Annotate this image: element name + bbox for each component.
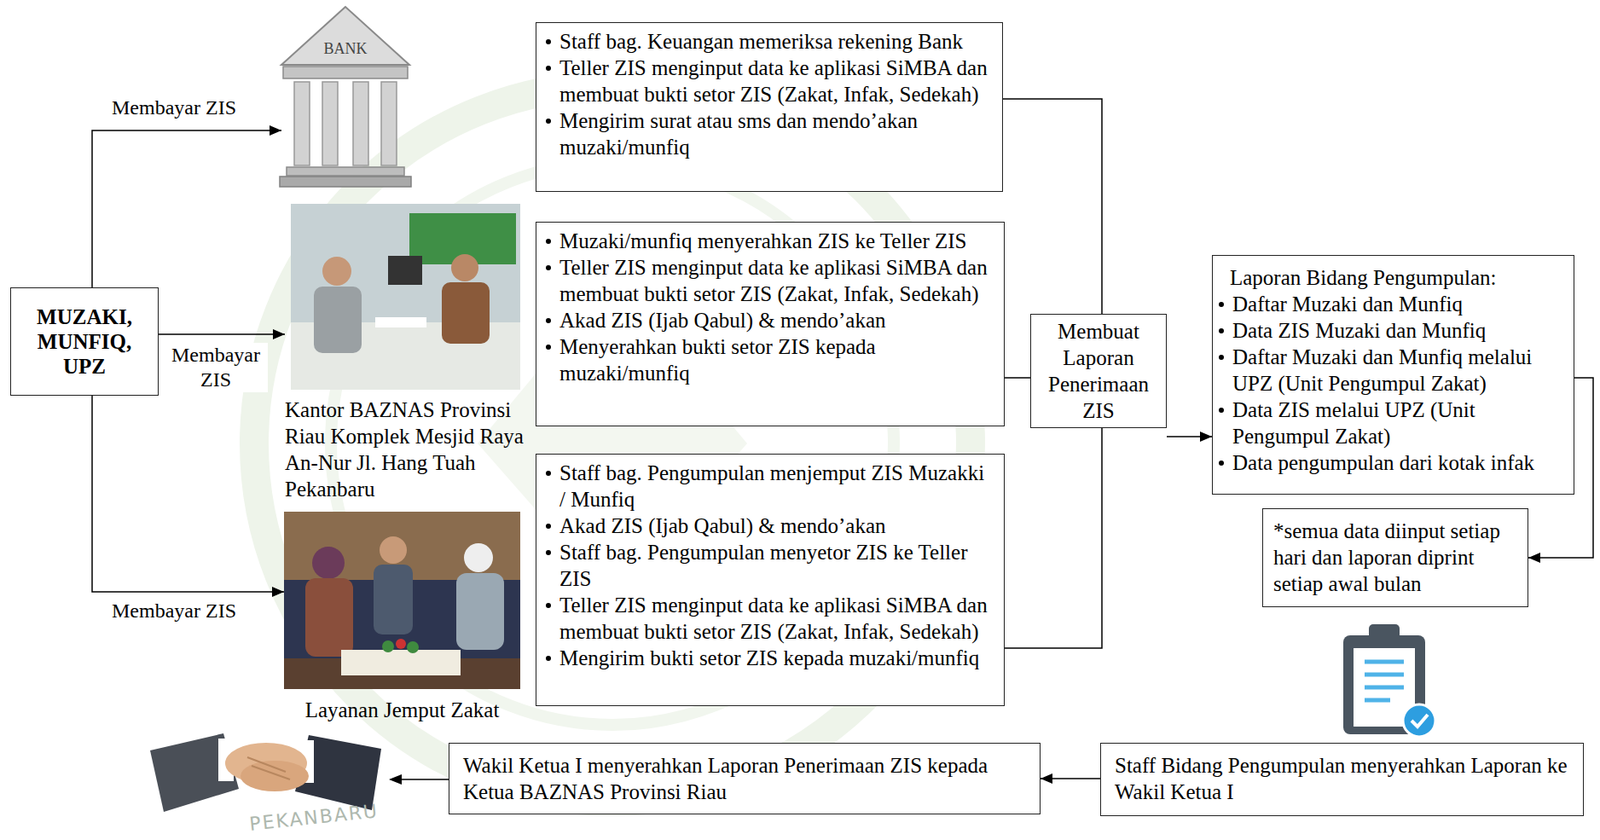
edge-label: Membayar ZIS bbox=[110, 598, 238, 624]
bullet-item: Staff bag. Pengumpulan menyetor ZIS ke T… bbox=[543, 539, 996, 592]
node-text: MUZAKI, MUNFIQ, UPZ bbox=[19, 304, 150, 379]
clipboard-icon bbox=[1343, 624, 1436, 737]
bullet-item: Muzaki/munfiq menyerahkan ZIS ke Teller … bbox=[543, 227, 996, 255]
bullet-item: Mengirim surat atau sms dan mendo’akan m… bbox=[543, 107, 994, 161]
handshake-icon bbox=[150, 733, 382, 812]
connector bbox=[92, 395, 285, 592]
node-text: Wakil Ketua I menyerahkan Laporan Peneri… bbox=[463, 752, 1027, 806]
watermark-text: PEKANBARU bbox=[248, 800, 380, 835]
bullet-item: Daftar Muzaki dan Munfiq bbox=[1216, 290, 1567, 318]
process-box: Staff bag. Keuangan memeriksa rekening B… bbox=[535, 22, 1003, 192]
photo-caption-node: Kantor BAZNAS Provinsi Riau Komplek Mesj… bbox=[284, 203, 533, 503]
edge-label: Membayar ZIS bbox=[163, 342, 268, 393]
photo-caption-node: Layanan Jemput Zakat bbox=[284, 511, 521, 724]
report-arrow bbox=[388, 774, 449, 785]
bullet-item: Data pengumpulan dari kotak infak bbox=[1216, 449, 1567, 476]
actor-box: MUZAKI, MUNFIQ, UPZ bbox=[10, 287, 159, 396]
connector bbox=[1166, 435, 1212, 438]
note-box: *semua data diinput setiap hari dan lapo… bbox=[1262, 508, 1529, 608]
bullet-item: Menyerahkan bukti setor ZIS kepada muzak… bbox=[543, 333, 996, 387]
bullet-item: Staff bag. Keuangan memeriksa rekening B… bbox=[543, 28, 994, 55]
bullet-item: Akad ZIS (Ijab Qabul) & mendo’akan bbox=[543, 307, 996, 334]
bank-icon bbox=[279, 6, 412, 187]
connector bbox=[1004, 376, 1031, 379]
report-list-box: Laporan Bidang Pengumpulan:Daftar Muzaki… bbox=[1211, 255, 1575, 495]
report-box: Membuat Laporan Penerimaan ZIS bbox=[1030, 313, 1167, 429]
node-text: *semua data diinput setiap hari dan lapo… bbox=[1273, 517, 1518, 598]
node-text: Layanan Jemput Zakat bbox=[284, 696, 521, 724]
bullet-item: Teller ZIS menginput data ke aplikasi Si… bbox=[543, 591, 996, 645]
process-box: Wakil Ketua I menyerahkan Laporan Peneri… bbox=[448, 742, 1041, 815]
node-text: Kantor BAZNAS Provinsi Riau Komplek Mesj… bbox=[284, 396, 533, 503]
process-box: Staff Bidang Pengumpulan menyerahkan Lap… bbox=[1100, 742, 1584, 817]
process-box: Staff bag. Pengumpulan menjemput ZIS Muz… bbox=[535, 453, 1005, 707]
bullet-item: Data ZIS melalui UPZ (Unit Pengumpul Zak… bbox=[1216, 396, 1567, 450]
office-photo bbox=[290, 203, 521, 390]
bullet-item: Teller ZIS menginput data ke aplikasi Si… bbox=[543, 254, 996, 308]
node-text: Staff Bidang Pengumpulan menyerahkan Lap… bbox=[1114, 752, 1570, 806]
bullet-item: Staff bag. Pengumpulan menjemput ZIS Muz… bbox=[543, 459, 996, 513]
connector bbox=[1002, 98, 1102, 314]
connector bbox=[158, 333, 285, 336]
connector bbox=[1004, 428, 1102, 649]
connector bbox=[92, 130, 282, 288]
bullet-item: Mengirim bukti setor ZIS kepada muzaki/m… bbox=[543, 644, 996, 672]
pickup-photo bbox=[284, 511, 521, 690]
edge-label: Membayar ZIS bbox=[110, 95, 238, 121]
node-text: BANK bbox=[281, 40, 410, 58]
bullet-item: Akad ZIS (Ijab Qabul) & mendo’akan bbox=[543, 512, 996, 540]
process-box: Muzaki/munfiq menyerahkan ZIS ke Teller … bbox=[535, 221, 1005, 427]
connector bbox=[1040, 777, 1101, 780]
bullet-item: Data ZIS Muzaki dan Munfiq bbox=[1216, 317, 1567, 344]
node-text: Laporan Bidang Pengumpulan: bbox=[1216, 264, 1567, 291]
bank-node: BANK bbox=[281, 5, 410, 189]
node-text: Membuat Laporan Penerimaan ZIS bbox=[1036, 318, 1161, 424]
bullet-item: Daftar Muzaki dan Munfiq melalui UPZ (Un… bbox=[1216, 343, 1567, 397]
bullet-item: Teller ZIS menginput data ke aplikasi Si… bbox=[543, 54, 994, 108]
